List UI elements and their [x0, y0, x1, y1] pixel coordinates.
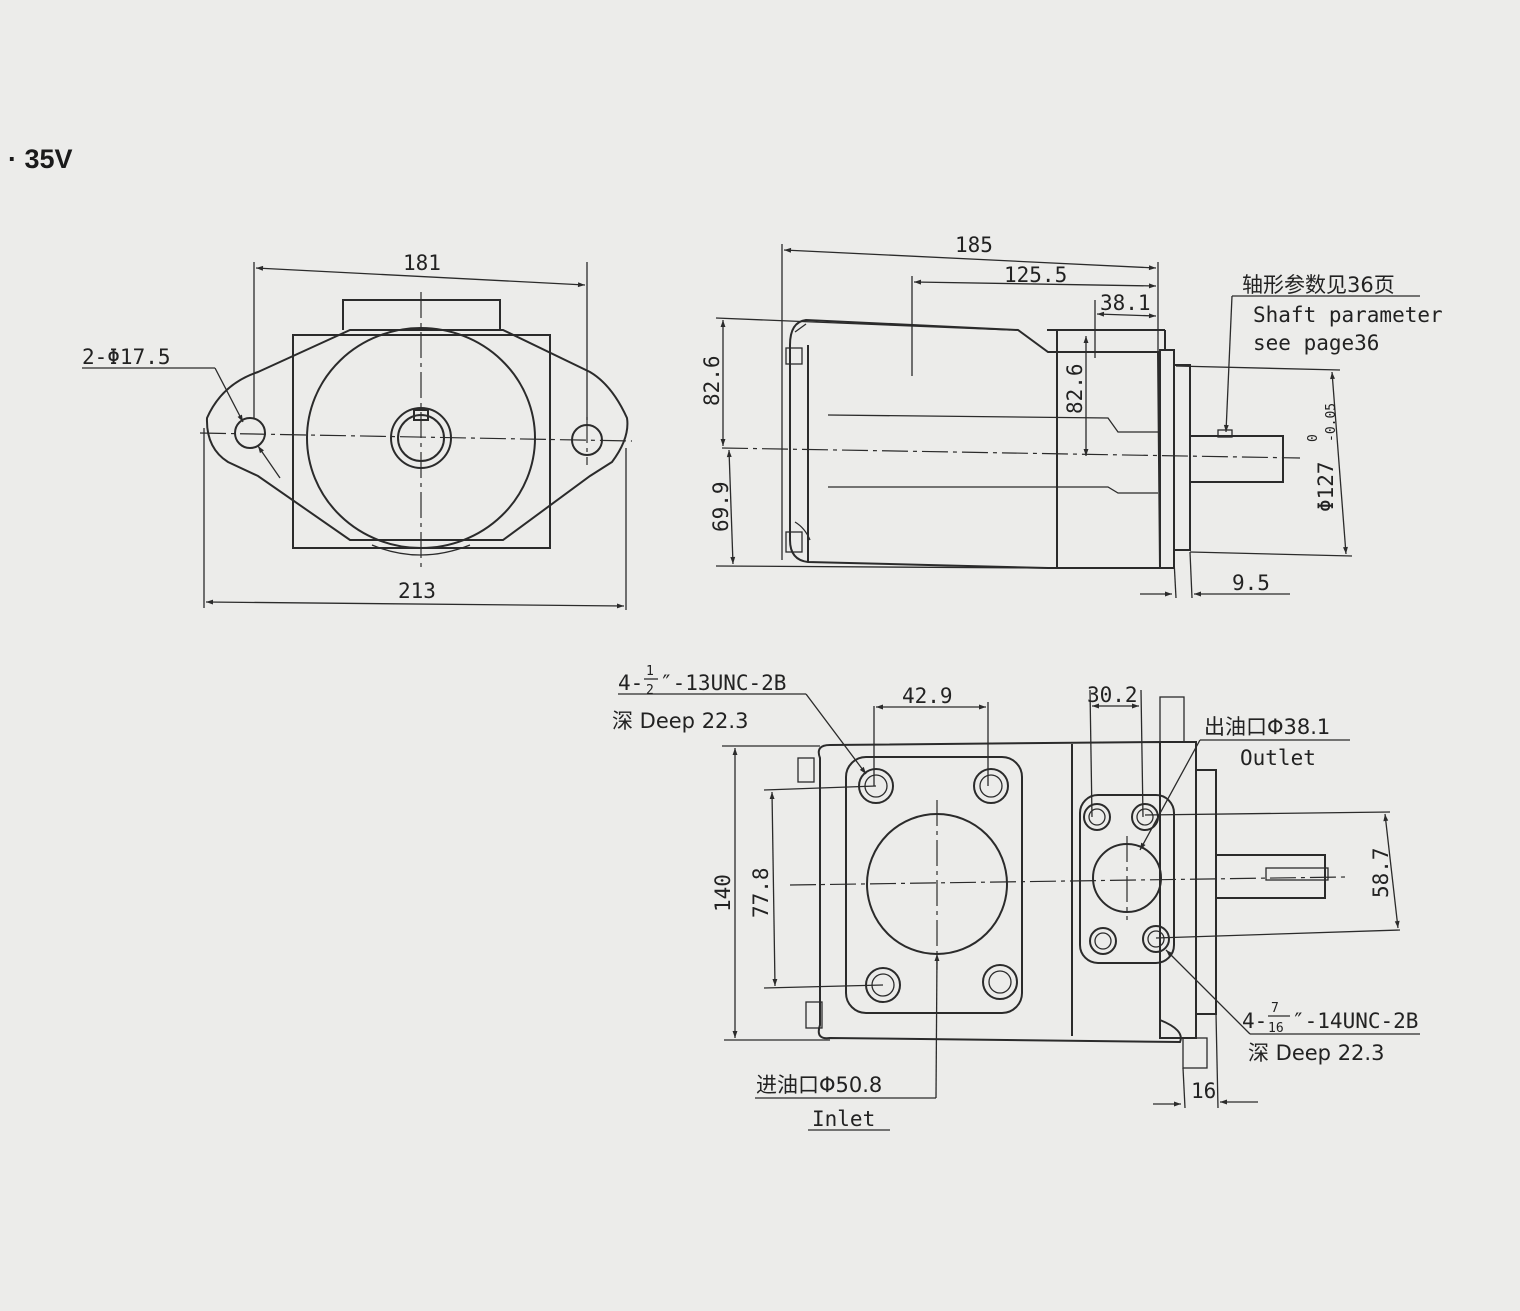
outlet-label-en: Outlet [1240, 746, 1316, 770]
bottom-view: 4- 1 2 ″-13UNC-2B 深 Deep 22.3 42.9 30.2 … [612, 664, 1420, 1131]
thread-a-prefix: 4- [618, 671, 643, 695]
pilot-tol-upper: 0 [1306, 434, 1321, 442]
thread-a-suffix: ″-13UNC-2B [660, 671, 786, 695]
thread-b-depth: 深 Deep 22.3 [1248, 1041, 1384, 1065]
dim-58-7: 58.7 [1369, 847, 1393, 898]
mount-hole-left [234, 417, 266, 449]
thread-a-depth: 深 Deep 22.3 [612, 709, 748, 733]
dim-9-5: 9.5 [1232, 571, 1270, 595]
dim-77-8: 77.8 [749, 867, 773, 918]
dim-140: 140 [711, 874, 735, 912]
section-title: · 35V [8, 144, 73, 174]
shaft-note-en-1: Shaft parameter [1253, 303, 1443, 327]
outlet-label-cn: 出油口Φ38.1 [1204, 715, 1330, 739]
dim-30-2: 30.2 [1087, 683, 1138, 707]
inlet-label-en: Inlet [812, 1107, 875, 1131]
dim-69-9: 69.9 [709, 481, 733, 532]
pilot-tol-lower: -0.05 [1324, 403, 1339, 442]
dim-38-1: 38.1 [1100, 291, 1151, 315]
pilot-diameter: Φ127 [1314, 461, 1338, 512]
dim-181: 181 [403, 251, 441, 275]
thread-a-num: 1 [646, 664, 654, 679]
dim-125-5: 125.5 [1004, 263, 1067, 287]
holes-callout: 2-Φ17.5 [82, 345, 171, 369]
dim-16: 16 [1191, 1079, 1216, 1103]
front-view: 181 213 2-Φ17.5 [82, 251, 633, 610]
thread-a-den: 2 [646, 683, 654, 698]
shaft-note-cn: 轴形参数见36页 [1242, 273, 1395, 297]
dim-42-9: 42.9 [902, 684, 953, 708]
dim-185: 185 [955, 233, 993, 257]
thread-a-callout: 4- 1 2 ″-13UNC-2B 深 Deep 22.3 [612, 664, 786, 733]
thread-b-callout: 4- 7 16 ″-14UNC-2B 深 Deep 22.3 [1242, 1001, 1418, 1065]
thread-b-prefix: 4- [1242, 1009, 1267, 1033]
inlet-label-cn: 进油口Φ50.8 [756, 1073, 882, 1097]
pilot-diameter-label: Φ127 0 -0.05 [1306, 403, 1339, 512]
dim-82-6-left: 82.6 [700, 355, 724, 406]
thread-b-den: 16 [1268, 1021, 1284, 1036]
thread-b-suffix: ″-14UNC-2B [1292, 1009, 1418, 1033]
dim-213: 213 [398, 579, 436, 603]
dim-82-6-inner: 82.6 [1063, 363, 1087, 414]
side-view: 185 125.5 38.1 82.6 69.9 82.6 9.5 轴形参数见3… [700, 233, 1443, 599]
thread-b-num: 7 [1271, 1001, 1279, 1016]
shaft-note-en-2: see page36 [1253, 331, 1379, 355]
